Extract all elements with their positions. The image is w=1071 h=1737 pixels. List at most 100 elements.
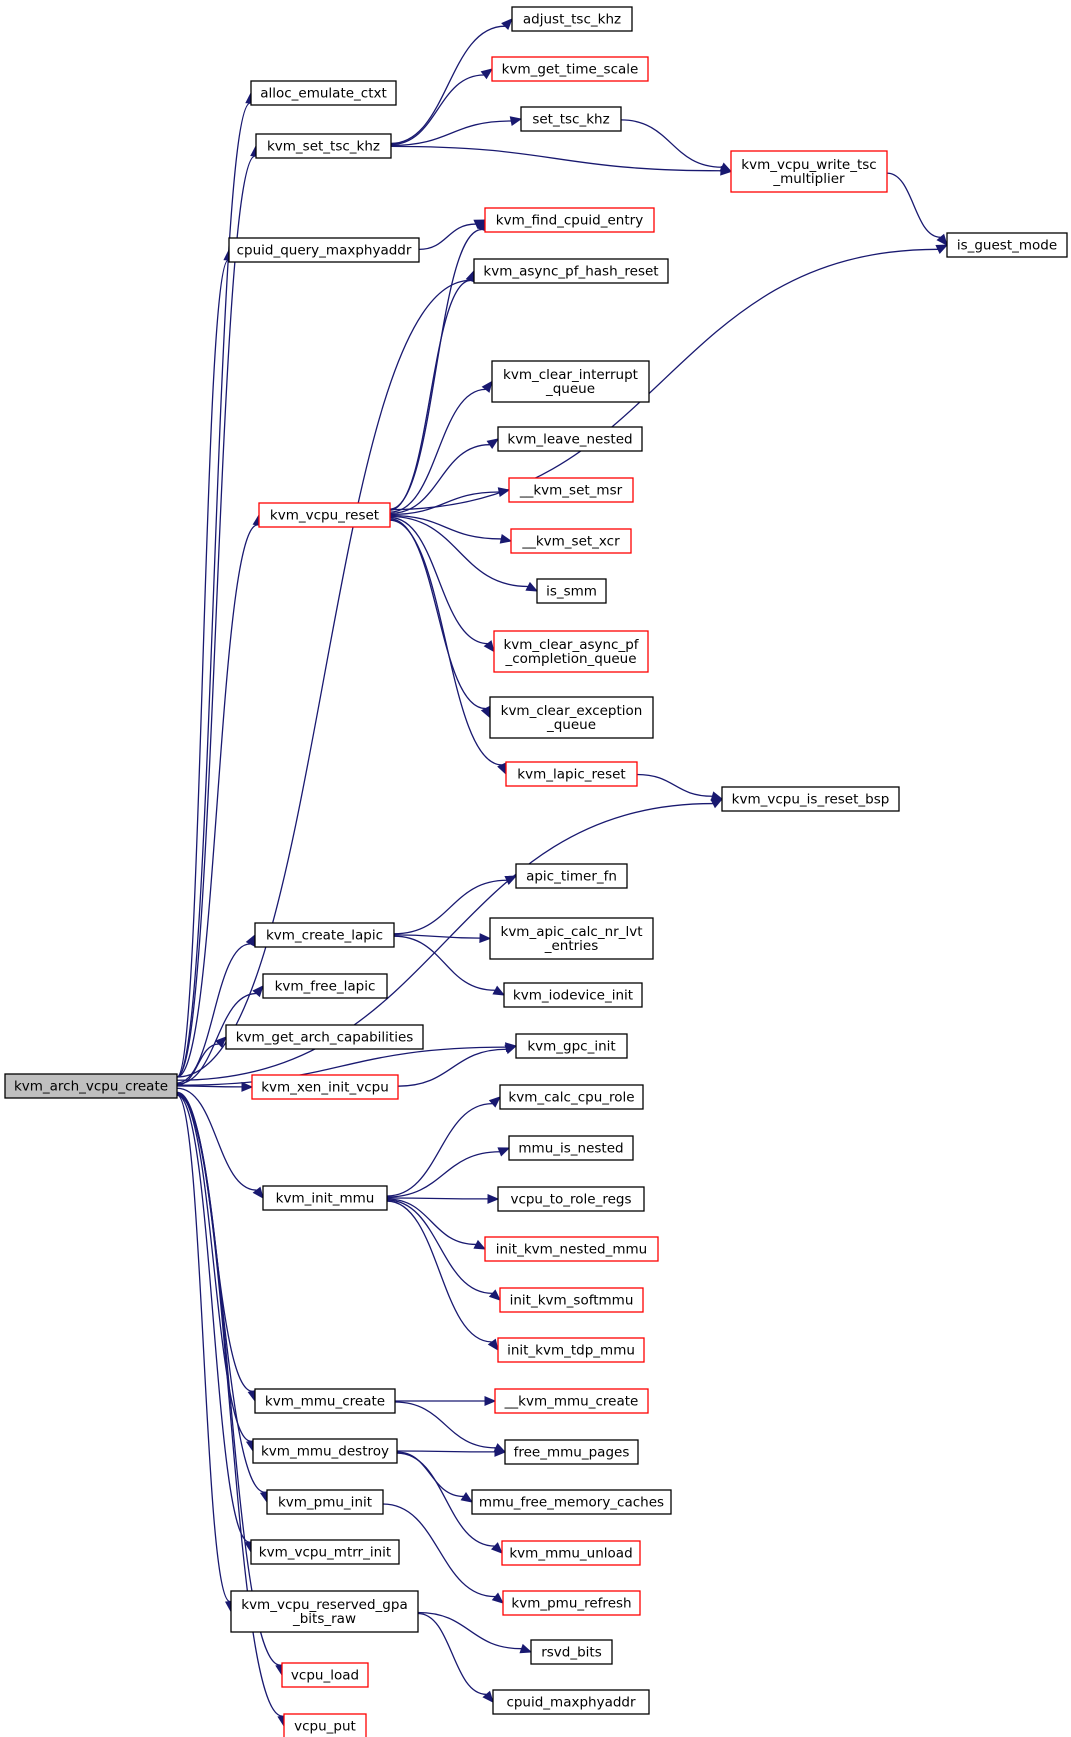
node-free_mmu_pages[interactable]: free_mmu_pages bbox=[504, 1439, 639, 1465]
node-cpuid_maxphyaddr[interactable]: cpuid_maxphyaddr bbox=[492, 1689, 650, 1715]
arrowhead-is_smm bbox=[525, 581, 539, 592]
node-adjust_tsc_khz[interactable]: adjust_tsc_khz bbox=[511, 6, 633, 32]
arrowhead-kvm_vcpu_is_reset_bsp bbox=[710, 791, 724, 801]
edge-root-to-kvm_mmu_destroy bbox=[176, 1092, 252, 1442]
node-label: kvm_vcpu_is_reset_bsp bbox=[732, 792, 890, 808]
node-label: rsvd_bits bbox=[541, 1645, 602, 1661]
node-kvm_clear_interrupt_queue[interactable]: kvm_clear_interrupt_queue bbox=[491, 360, 650, 403]
edge-root-to-kvm_set_tsc_khz bbox=[176, 155, 256, 1078]
node-kvm_async_pf_hash_reset[interactable]: kvm_async_pf_hash_reset bbox=[473, 258, 669, 284]
node-apic_timer_fn[interactable]: apic_timer_fn bbox=[515, 863, 628, 889]
node-label: _queue bbox=[546, 717, 596, 733]
node-kvm_vcpu_mtrr_init[interactable]: kvm_vcpu_mtrr_init bbox=[250, 1539, 400, 1565]
node-kvm_calc_cpu_role[interactable]: kvm_calc_cpu_role bbox=[499, 1084, 644, 1110]
node-kvm_get_arch_capabilities[interactable]: kvm_get_arch_capabilities bbox=[225, 1024, 424, 1050]
node-kvm_leave_nested[interactable]: kvm_leave_nested bbox=[497, 426, 643, 452]
node-is_smm[interactable]: is_smm bbox=[536, 578, 607, 604]
edge-kvm_vcpu_reset-to-__kvm_set_xcr bbox=[389, 514, 502, 540]
node-kvm_mmu_destroy[interactable]: kvm_mmu_destroy bbox=[252, 1438, 398, 1464]
node-__kvm_set_xcr[interactable]: __kvm_set_xcr bbox=[510, 528, 632, 554]
node-box bbox=[254, 1388, 396, 1414]
node-box bbox=[484, 1236, 659, 1262]
node-kvm_find_cpuid_entry[interactable]: kvm_find_cpuid_entry bbox=[484, 207, 655, 233]
node-alloc_emulate_ctxt[interactable]: alloc_emulate_ctxt bbox=[250, 80, 397, 106]
node-kvm_free_lapic[interactable]: kvm_free_lapic bbox=[262, 973, 388, 999]
node-init_kvm_tdp_mmu[interactable]: init_kvm_tdp_mmu bbox=[497, 1337, 645, 1363]
node-label: mmu_free_memory_caches bbox=[479, 1495, 664, 1511]
node-box bbox=[494, 1388, 649, 1414]
node-box bbox=[281, 1662, 369, 1688]
edge-kvm_init_mmu-to-vcpu_to_role_regs bbox=[386, 1197, 489, 1200]
node-box bbox=[499, 1084, 644, 1110]
node-kvm_lapic_reset[interactable]: kvm_lapic_reset bbox=[505, 761, 638, 787]
edge-kvm_lapic_reset-to-kvm_vcpu_is_reset_bsp bbox=[636, 773, 713, 797]
node-box bbox=[497, 426, 643, 452]
node-box bbox=[266, 1489, 384, 1515]
node-kvm_pmu_refresh[interactable]: kvm_pmu_refresh bbox=[502, 1590, 641, 1616]
node-label: cpuid_query_maxphyaddr bbox=[237, 243, 412, 259]
node-label: alloc_emulate_ctxt bbox=[260, 86, 387, 102]
node-box bbox=[254, 922, 395, 948]
node-label: kvm_get_arch_capabilities bbox=[236, 1030, 414, 1046]
node-box bbox=[473, 258, 669, 284]
node-label: kvm_leave_nested bbox=[507, 432, 632, 448]
node-init_kvm_nested_mmu[interactable]: init_kvm_nested_mmu bbox=[484, 1236, 659, 1262]
arrowhead-apic_timer_fn bbox=[504, 875, 518, 885]
node-kvm_set_tsc_khz[interactable]: kvm_set_tsc_khz bbox=[255, 133, 392, 159]
node-vcpu_load[interactable]: vcpu_load bbox=[281, 1662, 369, 1688]
node-kvm_iodevice_init[interactable]: kvm_iodevice_init bbox=[503, 982, 643, 1008]
node-box bbox=[520, 106, 622, 132]
node-root[interactable]: kvm_arch_vcpu_create bbox=[4, 1073, 178, 1099]
node-label: kvm_clear_exception bbox=[501, 703, 643, 719]
node-mmu_is_nested[interactable]: mmu_is_nested bbox=[508, 1135, 634, 1161]
node-kvm_vcpu_reserved_gpa_bits_raw[interactable]: kvm_vcpu_reserved_gpa_bits_raw bbox=[230, 1590, 419, 1633]
node-kvm_clear_async_pf_completion_queue[interactable]: kvm_clear_async_pf_completion_queue bbox=[493, 630, 649, 673]
node-box bbox=[262, 973, 388, 999]
node-init_kvm_softmmu[interactable]: init_kvm_softmmu bbox=[499, 1287, 644, 1313]
node-__kvm_mmu_create[interactable]: __kvm_mmu_create bbox=[494, 1388, 649, 1414]
node-cpuid_query_maxphyaddr[interactable]: cpuid_query_maxphyaddr bbox=[228, 237, 420, 263]
arrowhead-mmu_is_nested bbox=[497, 1147, 511, 1157]
node-vcpu_to_role_regs[interactable]: vcpu_to_role_regs bbox=[497, 1186, 645, 1212]
edge-root-to-vcpu_put bbox=[176, 1094, 283, 1717]
node-set_tsc_khz[interactable]: set_tsc_khz bbox=[520, 106, 622, 132]
edge-kvm_vcpu_reset-to-is_guest_mode bbox=[389, 248, 938, 511]
node-label: kvm_mmu_unload bbox=[509, 1546, 632, 1562]
node-label: init_kvm_softmmu bbox=[510, 1293, 634, 1309]
node-kvm_vcpu_write_tsc_multiplier[interactable]: kvm_vcpu_write_tsc_multiplier bbox=[730, 150, 888, 193]
node-kvm_apic_calc_nr_lvt_entries[interactable]: kvm_apic_calc_nr_lvt_entries bbox=[489, 917, 654, 960]
node-rsvd_bits[interactable]: rsvd_bits bbox=[530, 1639, 613, 1665]
node-label: _completion_queue bbox=[504, 651, 636, 667]
edge-kvm_mmu_destroy-to-kvm_mmu_unload bbox=[396, 1452, 495, 1547]
edge-kvm_set_tsc_khz-to-set_tsc_khz bbox=[390, 120, 512, 147]
node-kvm_pmu_init[interactable]: kvm_pmu_init bbox=[266, 1489, 384, 1515]
edge-kvm_mmu_create-to-free_mmu_pages bbox=[394, 1401, 496, 1449]
node-kvm_init_mmu[interactable]: kvm_init_mmu bbox=[262, 1185, 388, 1211]
node-kvm_create_lapic[interactable]: kvm_create_lapic bbox=[254, 922, 395, 948]
node-label: _multiplier bbox=[772, 171, 845, 187]
node-label: init_kvm_nested_mmu bbox=[496, 1242, 647, 1258]
node-kvm_mmu_unload[interactable]: kvm_mmu_unload bbox=[501, 1540, 641, 1566]
node-mmu_free_memory_caches[interactable]: mmu_free_memory_caches bbox=[471, 1489, 672, 1515]
node-box bbox=[492, 1689, 650, 1715]
node-label: kvm_clear_async_pf bbox=[503, 637, 639, 653]
node-label: __kvm_set_msr bbox=[519, 483, 623, 499]
node-kvm_mmu_create[interactable]: kvm_mmu_create bbox=[254, 1388, 396, 1414]
edge-root-to-kvm_vcpu_mtrr_init bbox=[176, 1094, 250, 1543]
node-kvm_xen_init_vcpu[interactable]: kvm_xen_init_vcpu bbox=[251, 1074, 399, 1100]
node-box bbox=[511, 6, 633, 32]
node-__kvm_set_msr[interactable]: __kvm_set_msr bbox=[508, 477, 634, 503]
node-kvm_clear_exception_queue[interactable]: kvm_clear_exception_queue bbox=[489, 696, 654, 739]
node-kvm_vcpu_reset[interactable]: kvm_vcpu_reset bbox=[258, 502, 391, 528]
node-label: vcpu_to_role_regs bbox=[510, 1192, 631, 1208]
node-kvm_gpc_init[interactable]: kvm_gpc_init bbox=[515, 1033, 628, 1059]
edge-kvm_vcpu_reset-to-kvm_clear_async_pf_completion_queue bbox=[389, 516, 488, 645]
node-box bbox=[946, 232, 1068, 258]
arrowhead-adjust_tsc_khz bbox=[501, 18, 513, 30]
node-is_guest_mode[interactable]: is_guest_mode bbox=[946, 232, 1068, 258]
edges-layer bbox=[176, 18, 949, 1728]
node-kvm_vcpu_is_reset_bsp[interactable]: kvm_vcpu_is_reset_bsp bbox=[721, 786, 900, 812]
node-kvm_get_time_scale[interactable]: kvm_get_time_scale bbox=[491, 56, 649, 82]
node-vcpu_put[interactable]: vcpu_put bbox=[283, 1713, 367, 1737]
